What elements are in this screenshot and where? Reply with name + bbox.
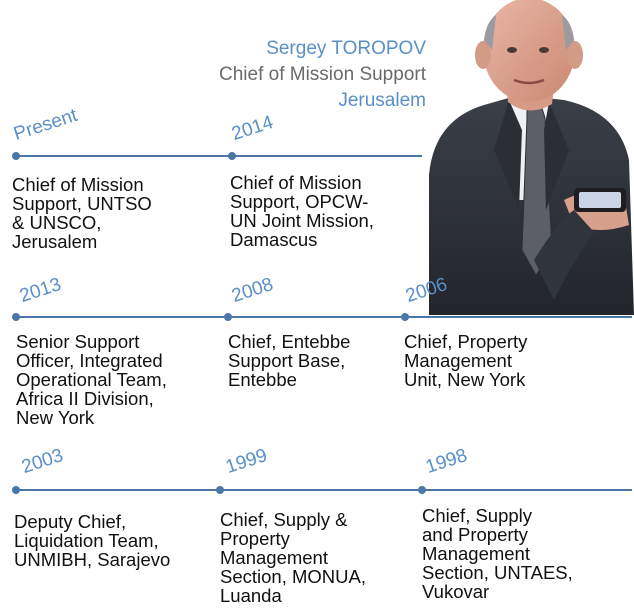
entry-line: Vukovar (422, 581, 490, 602)
entry-line: Luanda (220, 585, 282, 606)
entry-line: Damascus (230, 229, 318, 250)
timeline-dot (401, 313, 409, 321)
entry-line: Deputy Chief, (14, 511, 127, 532)
timeline-dot (418, 486, 426, 494)
timeline-year: Present (11, 104, 80, 146)
entry-line: Management (220, 547, 328, 568)
entry-line: Section, UNTAES, (422, 562, 573, 583)
timeline-dot (12, 486, 20, 494)
entry-line: Property (220, 528, 290, 549)
timeline-entry: Chief of Mission Support, OPCW- UN Joint… (230, 173, 374, 249)
entry-line: Section, MONUA, (220, 566, 366, 587)
portrait-photo (424, 0, 634, 315)
timeline-year: 1998 (423, 445, 470, 479)
timeline-year: 1999 (223, 445, 270, 479)
timeline-dot (216, 486, 224, 494)
entry-line: Entebbe (228, 369, 297, 390)
person-name: Sergey TOROPOV (266, 38, 426, 59)
entry-line: and Property (422, 524, 528, 545)
entry-line: Chief, Entebbe (228, 331, 351, 352)
timeline-entry: Chief, Supply & Property Management Sect… (220, 510, 366, 605)
entry-line: Chief, Supply (422, 505, 533, 526)
entry-line: Support, UNTSO (12, 193, 152, 214)
entry-line: & UNSCO, (12, 212, 102, 233)
person-role: Chief of Mission Support (219, 64, 426, 85)
entry-line: Africa II Division, (16, 388, 154, 409)
timeline-entry: Chief of Mission Support, UNTSO & UNSCO,… (12, 175, 152, 251)
entry-line: Management (422, 543, 530, 564)
timeline-entry: Deputy Chief, Liquidation Team, UNMIBH, … (14, 512, 170, 569)
entry-line: UN Joint Mission, (230, 210, 374, 231)
timeline-entry: Chief, Entebbe Support Base, Entebbe (228, 332, 350, 389)
timeline-year: 2014 (229, 112, 276, 146)
entry-line: Unit, New York (404, 369, 526, 390)
entry-line: New York (16, 407, 95, 428)
entry-line: Operational Team, (16, 369, 167, 390)
entry-line: Chief of Mission (230, 172, 362, 193)
timeline-line-row1 (14, 155, 422, 157)
entry-line: UNMIBH, Sarajevo (14, 549, 171, 570)
entry-line: Chief, Supply & (220, 509, 348, 530)
entry-line: Chief, Property (404, 331, 528, 352)
timeline-line-row3 (14, 489, 632, 491)
entry-line: Officer, Integrated (16, 350, 163, 371)
timeline-dot (228, 152, 236, 160)
timeline-line-row2 (14, 316, 632, 318)
entry-line: Jerusalem (12, 231, 98, 252)
timeline-entry: Senior Support Officer, Integrated Opera… (16, 332, 167, 427)
timeline-dot (12, 313, 20, 321)
timeline-year: 2003 (19, 445, 66, 479)
timeline-year: 2013 (17, 274, 64, 308)
entry-line: Support Base, (228, 350, 346, 371)
profile-header: Sergey TOROPOV Chief of Mission Support … (219, 36, 426, 114)
entry-line: Senior Support (16, 331, 140, 352)
timeline-dot (224, 313, 232, 321)
timeline-dot (12, 152, 20, 160)
timeline-entry: Chief, Property Management Unit, New Yor… (404, 332, 527, 389)
timeline-entry: Chief, Supply and Property Management Se… (422, 506, 573, 601)
entry-line: Management (404, 350, 512, 371)
person-location: Jerusalem (338, 90, 426, 111)
entry-line: Liquidation Team, (14, 530, 159, 551)
entry-line: Support, OPCW- (230, 191, 369, 212)
portrait-illustration (429, 0, 634, 315)
entry-line: Chief of Mission (12, 174, 144, 195)
timeline-year: 2008 (229, 274, 276, 308)
